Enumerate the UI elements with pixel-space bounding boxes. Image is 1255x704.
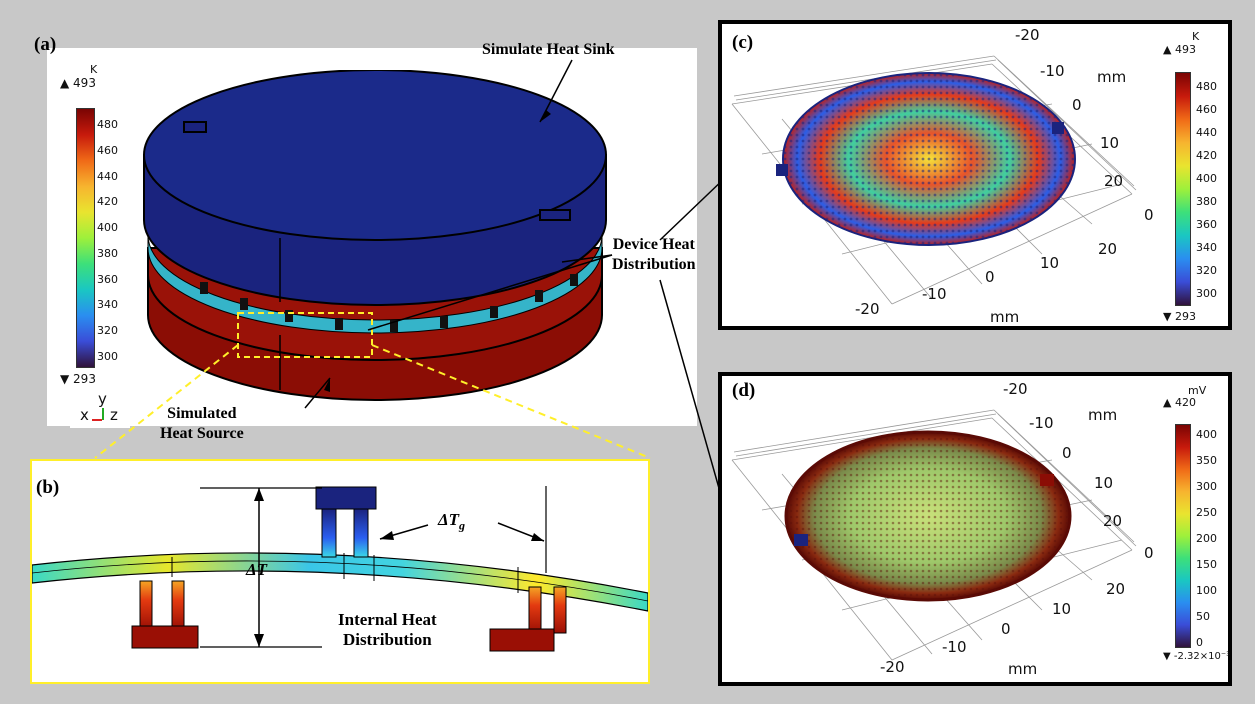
colorbar-c-tick: 400 [1196,172,1217,185]
d-tick-back: -20 [1003,380,1028,398]
delta-tg-label: ΔTg [438,510,465,533]
d-tick-front: 10 [1052,600,1072,618]
colorbar-c-tick: 380 [1196,195,1217,208]
colorbar-a-tick: 460 [97,144,118,157]
axis-y-arrow [102,408,104,420]
heat-source-line1: Simulated [167,405,237,422]
colorbar-a-tick: 300 [97,350,118,363]
c-tick-back: 20 [1104,172,1124,190]
c-tick-front: 20 [1098,240,1118,258]
delta-t-label: ΔT [246,560,268,579]
colorbar-c-tick: 460 [1196,103,1217,116]
c-tick-front: -10 [922,285,947,303]
panel-b-label: (b) [36,477,60,498]
colorbar-d-max: ▲ 420 [1163,396,1196,409]
colorbar-a-tick: 400 [97,221,118,234]
panel-d-plot [731,409,1137,661]
colorbar-a-tick: 340 [97,298,118,311]
colorbar-c-unit: K [1192,30,1200,43]
c-tick-front: -20 [855,300,880,318]
d-tick-front: -10 [942,638,967,656]
heat-source-annotation: Simulated Heat Source [160,404,244,444]
colorbar-a-tick: 420 [97,195,118,208]
colorbar-d-tick: 50 [1196,610,1210,623]
colorbar-d-tick: 200 [1196,532,1217,545]
colorbar-d-tick: 400 [1196,428,1217,441]
internal-heat-line2: Distribution [342,630,432,649]
colorbar-d-unit: mV [1188,384,1207,397]
internal-heat-line1: Internal Heat [338,610,437,629]
axes-triad: y x z [70,390,130,428]
device-heat-annotation: Device Heat Distribution [612,235,696,275]
heat-source-line2: Heat Source [160,425,244,442]
panel-b-drawing [32,486,648,652]
colorbar-a-tick: 480 [97,118,118,131]
colorbar-c-tick: 320 [1196,264,1217,277]
colorbar-d-gradient [1175,424,1191,648]
delta-tg-sub: g [459,518,466,533]
d-tick-back: 0 [1062,444,1072,462]
d-axis-unit-back: mm [1088,406,1118,424]
d-tick-back: 0 [1144,544,1154,562]
panel-a-label: (a) [34,34,57,55]
colorbar-d-tick: 300 [1196,480,1217,493]
c-tick-front: 10 [1040,254,1060,272]
colorbar-c-max: ▲ 493 [1163,43,1196,56]
c-tick-back: 0 [1072,96,1082,114]
colorbar-d-min: ▼ -2.32×10⁻³ [1163,651,1231,662]
d-tick-front: -20 [880,658,905,676]
axis-z-label: z [110,406,118,424]
axis-x-label: x [80,406,89,424]
axis-x-arrow [92,419,102,421]
colorbar-a-ticks: 480 460 440 420 400 380 360 340 320 300 [97,110,127,370]
colorbar-d-ticks: 400 350 300 250 200 150 100 50 0 [1196,428,1226,653]
colorbar-c-gradient [1175,72,1191,306]
colorbar-c-tick: 300 [1196,287,1217,300]
d-tick-front: 0 [1001,620,1011,638]
panel-c-plot [731,55,1137,305]
c-tick-back: -20 [1015,26,1040,44]
d-tick-back: -10 [1029,414,1054,432]
colorbar-c-tick: 360 [1196,218,1217,231]
colorbar-a-tick: 440 [97,170,118,183]
colorbar-c-min: ▼ 293 [1163,310,1196,323]
c-axis-unit-front: mm [990,308,1020,326]
c-tick-back: -10 [1040,62,1065,80]
d-tick-front: 20 [1106,580,1126,598]
axis-y-label: y [98,390,107,408]
c-tick-back: 10 [1100,134,1120,152]
colorbar-d-tick: 150 [1196,558,1217,571]
device-heat-line1: Device Heat [612,236,695,253]
colorbar-c-tick: 420 [1196,149,1217,162]
d-tick-back: 10 [1094,474,1114,492]
colorbar-d-tick: 250 [1196,506,1217,519]
colorbar-a-min: ▼ 293 [60,372,96,386]
delta-tg-main: ΔT [438,510,460,529]
colorbar-c-ticks: 480 460 440 420 400 380 360 340 320 300 [1196,78,1226,308]
colorbar-c-tick: 480 [1196,80,1217,93]
heat-sink-annotation: Simulate Heat Sink [482,41,615,58]
colorbar-d-tick: 350 [1196,454,1217,467]
d-axis-unit-front: mm [1008,660,1038,678]
internal-heat-annotation: Internal Heat Distribution [338,610,437,650]
panel-c-label: (c) [732,32,754,53]
c-tick-front: 0 [985,268,995,286]
colorbar-a-unit: K [90,63,98,76]
device-cylinder [143,70,607,401]
colorbar-a-tick: 380 [97,247,118,260]
colorbar-a-gradient [76,108,95,368]
colorbar-c-tick: 440 [1196,126,1217,139]
device-heat-line2: Distribution [612,256,696,273]
d-tick-back: 20 [1103,512,1123,530]
c-tick-back: 0 [1144,206,1154,224]
colorbar-a-tick: 320 [97,324,118,337]
colorbar-a-max: ▲ 493 [60,76,96,90]
colorbar-a-tick: 360 [97,273,118,286]
colorbar-c-tick: 340 [1196,241,1217,254]
panel-d-label: (d) [732,380,756,401]
colorbar-d-tick: 100 [1196,584,1217,597]
colorbar-d-tick: 0 [1196,636,1203,649]
c-axis-unit-back: mm [1097,68,1127,86]
